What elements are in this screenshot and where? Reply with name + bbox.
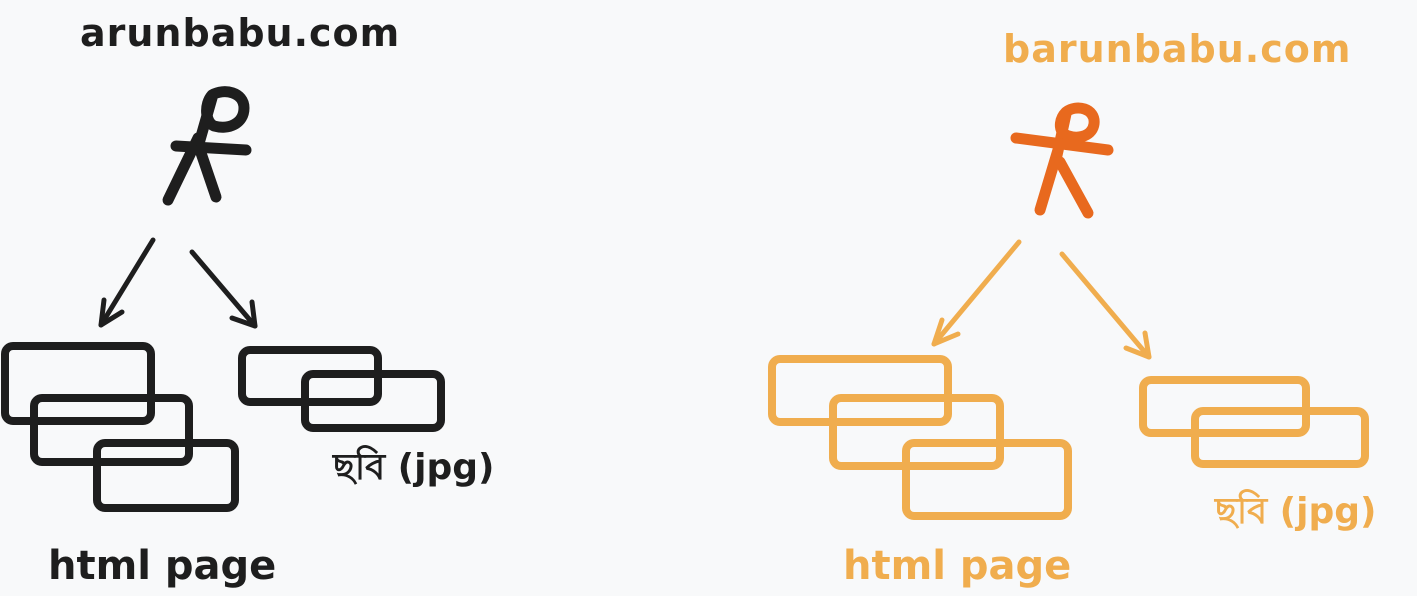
- left-image-files-icon: [238, 346, 445, 432]
- left-image-label: ছবি (jpg): [333, 447, 495, 488]
- right-html-page-label: html page: [843, 543, 1072, 589]
- right-site-group: [768, 102, 1369, 520]
- left-person-icon: [162, 86, 252, 206]
- right-image-files-icon: [1139, 376, 1369, 468]
- right-site-label: barunbabu.com: [1003, 27, 1352, 71]
- right-image-label: ছবি (jpg): [1215, 491, 1377, 532]
- left-arrow-to-html: [98, 237, 156, 328]
- left-arrows: [98, 237, 258, 329]
- right-arrow-to-image: [1059, 251, 1152, 360]
- left-site-group: [1, 86, 445, 512]
- left-arrow-to-image: [189, 249, 258, 329]
- right-html-pages-icon: [768, 355, 1072, 520]
- right-person-icon: [1010, 102, 1114, 219]
- left-html-page-label: html page: [48, 543, 277, 589]
- left-html-pages-icon: [1, 342, 239, 512]
- right-arrows: [931, 239, 1152, 360]
- right-arrow-to-html: [931, 239, 1022, 347]
- left-site-label: arunbabu.com: [80, 11, 401, 55]
